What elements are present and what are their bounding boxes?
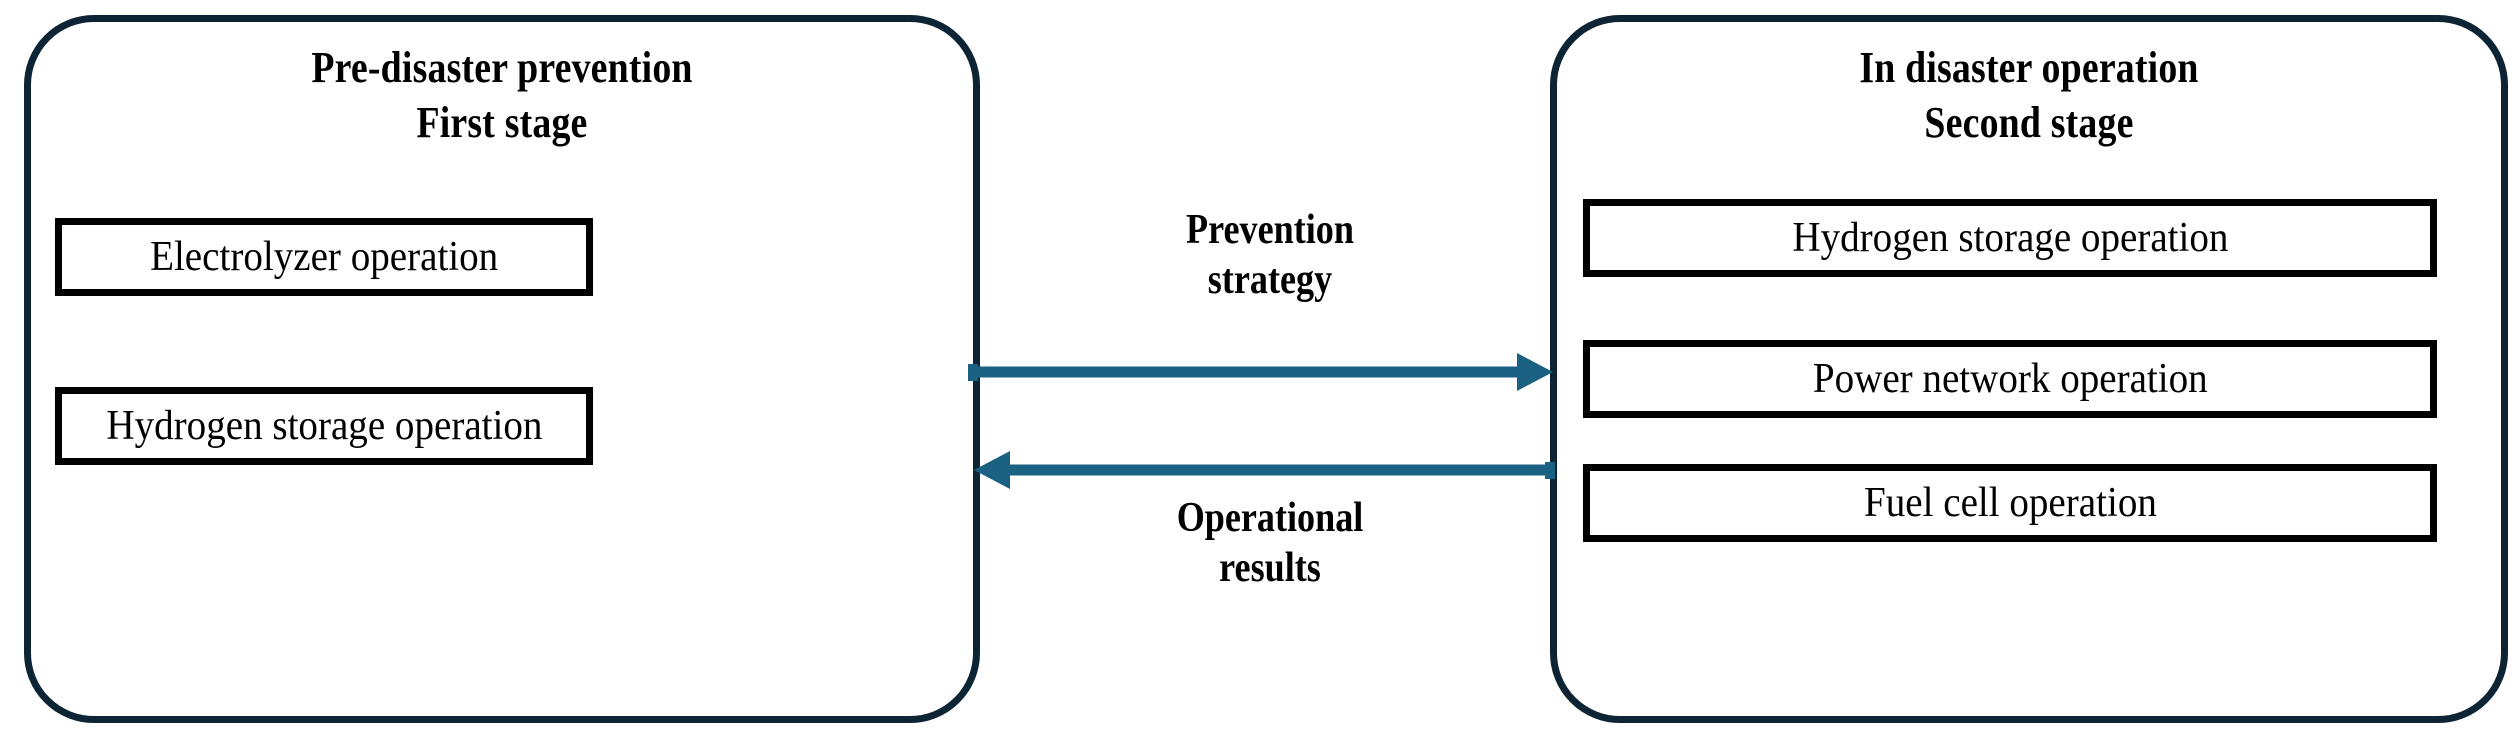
operation-box-fuel-cell: Fuel cell operation xyxy=(1583,464,2437,542)
arrow-prevention-strategy-icon xyxy=(968,353,1553,391)
operation-box-hydrogen-storage-second-stage: Hydrogen storage operation xyxy=(1583,199,2437,277)
connector-label-prevention-strategy: Prevention strategy xyxy=(1186,207,1354,304)
stage-container-first: Pre-disaster prevention First stage Elec… xyxy=(24,15,980,723)
operation-label-hydrogen-storage-first-stage: Hydrogen storage operation xyxy=(105,403,543,449)
stage-container-second: In disaster operation Second stage Hydro… xyxy=(1550,15,2508,723)
operation-box-hydrogen-storage-first-stage: Hydrogen storage operation xyxy=(55,387,593,465)
operation-box-electrolyzer: Electrolyzer operation xyxy=(55,218,593,296)
arrow-operational-results-icon xyxy=(974,451,1555,489)
operation-label-fuel-cell: Fuel cell operation xyxy=(1863,480,2157,526)
connector-label-operational-results: Operational results xyxy=(1176,495,1364,592)
operation-box-power-network: Power network operation xyxy=(1583,340,2437,418)
connector-arrows xyxy=(968,353,1555,489)
stage-title-second: In disaster operation Second stage xyxy=(1859,43,2199,147)
stage-title-first: Pre-disaster prevention First stage xyxy=(311,43,693,147)
operation-label-power-network: Power network operation xyxy=(1812,356,2208,402)
operation-label-electrolyzer: Electrolyzer operation xyxy=(149,234,499,280)
operation-label-hydrogen-storage-second-stage: Hydrogen storage operation xyxy=(1791,215,2229,261)
